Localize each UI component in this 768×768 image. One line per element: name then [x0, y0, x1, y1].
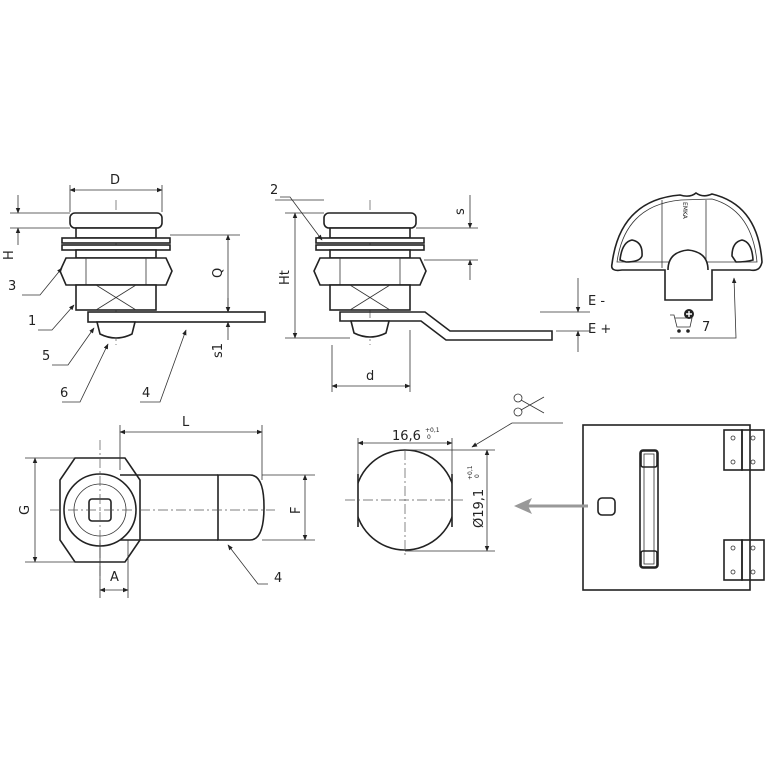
panel-cutout: 16,6 +0,1 0 Ø19,1 +0,1 0 — [345, 393, 563, 555]
hinge-top — [723, 429, 765, 471]
cutout-diameter-label: Ø19,1 — [472, 489, 487, 528]
cabinet-door — [582, 424, 765, 591]
callout-4: 4 — [142, 386, 150, 401]
hinge-bottom — [723, 539, 765, 581]
callout-6: 6 — [60, 386, 68, 401]
callout-4-front: 4 — [274, 571, 282, 586]
dim-G-label: G — [18, 505, 33, 515]
callout-1: 1 — [28, 314, 36, 329]
dim-F-label: F — [289, 507, 304, 514]
dim-Ht-label: Ht — [278, 270, 293, 285]
scissors-icon — [513, 393, 545, 417]
key-brand-mark: EMKA — [681, 202, 688, 220]
dim-s-label: s — [453, 208, 468, 215]
cutout-width-label: 16,6 — [392, 429, 421, 444]
cutout-location-arrow — [514, 498, 588, 514]
dim-L-label: L — [182, 415, 190, 430]
side-view-lock: D H Q s1 3 1 5 6 4 — [2, 173, 266, 403]
cutout-width-tol-lower: 0 — [427, 434, 431, 441]
front-view-lock: L G F A 4 — [18, 415, 315, 598]
side-view-offset-cam: Ht 2 s d E - E + — [270, 183, 611, 392]
dim-H-label: H — [2, 250, 17, 260]
callout-2: 2 — [270, 183, 278, 198]
dim-s1-label: s1 — [211, 343, 226, 358]
cutout-width-tol-upper: +0,1 — [425, 427, 440, 434]
cutout-diameter-tol-lower: 0 — [474, 474, 481, 478]
cutout-diameter-tol-upper: +0,1 — [467, 465, 474, 480]
dim-D-label: D — [110, 173, 120, 188]
dim-E-minus-label: E - — [588, 294, 605, 309]
dim-E-plus-label: E + — [588, 322, 611, 337]
callout-3: 3 — [8, 279, 16, 294]
dim-Q-label: Q — [211, 268, 226, 278]
callout-5: 5 — [42, 349, 50, 364]
dim-d-label: d — [366, 369, 374, 384]
add-to-cart-icon[interactable] — [670, 309, 694, 333]
callout-7: 7 — [702, 320, 710, 335]
dim-A-label: A — [110, 570, 119, 585]
key-illustration: EMKA 7 — [610, 191, 763, 339]
